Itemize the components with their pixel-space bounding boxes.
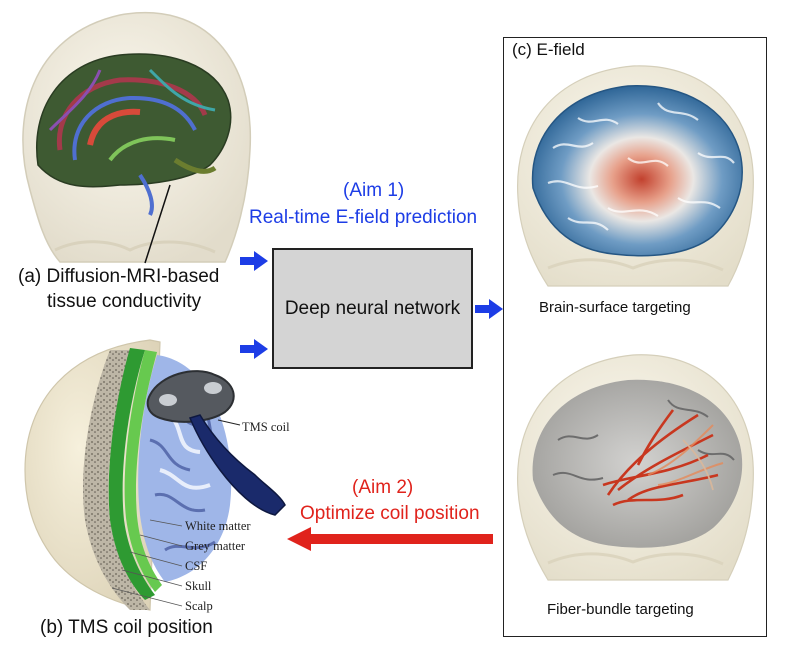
brain-surface-efield-image (516, 65, 754, 287)
diffusion-mri-head-image (22, 12, 252, 264)
aim1-title: (Aim 1) (343, 180, 405, 201)
brain-surface-caption: Brain-surface targeting (539, 299, 691, 316)
e-field-panel (503, 37, 767, 637)
tms-coil-head-image (24, 339, 286, 611)
panel-a-label-line1: (a) Diffusion-MRI-based (18, 266, 220, 287)
layer-label-skull: Skull (185, 579, 212, 593)
panel-c-title: (c) E-field (512, 40, 585, 59)
fiber-bundle-caption: Fiber-bundle targeting (547, 601, 694, 618)
layer-label-csf: CSF (185, 559, 208, 573)
arrow-left-icon (287, 527, 493, 551)
aim1-subtitle: Real-time E-field prediction (249, 207, 478, 228)
aim2-title: (Aim 2) (352, 477, 414, 498)
panel-b-label: (b) TMS coil position (40, 617, 213, 638)
arrow-right-icon (240, 339, 268, 359)
panel-a-label-line2: tissue conductivity (47, 291, 202, 312)
arrow-right-icon (475, 299, 503, 319)
aim2-subtitle: Optimize coil position (300, 503, 480, 524)
network-label: Deep neural network (284, 297, 461, 319)
layer-label-grey-matter: Grey matter (185, 539, 246, 553)
layer-label-white-matter: White matter (185, 519, 251, 533)
tms-coil-label: TMS coil (242, 420, 290, 434)
fiber-bundle-efield-image (516, 354, 754, 581)
layer-label-scalp: Scalp (185, 599, 213, 613)
arrow-right-icon (240, 251, 268, 271)
deep-neural-network-box: Deep neural network (272, 248, 473, 369)
